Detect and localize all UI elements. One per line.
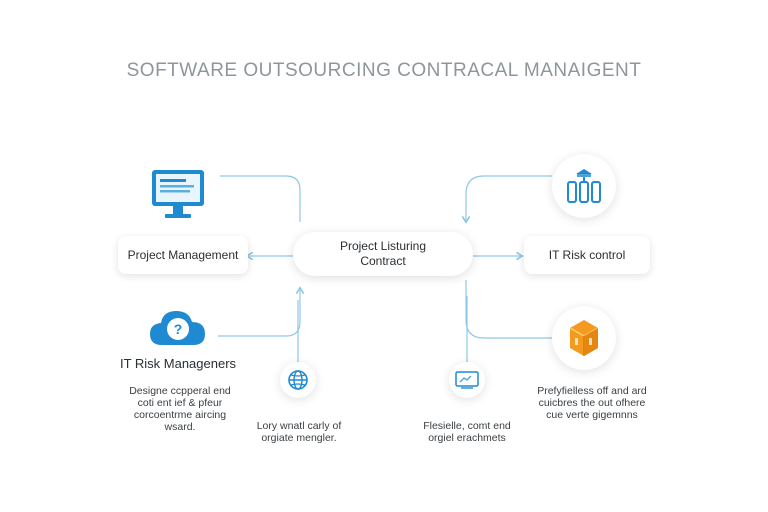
mid-right-caption-line: Flesielle, comt end <box>423 420 511 432</box>
mid-left-caption-line: orgiate mengler. <box>261 432 337 444</box>
connector-top-left <box>220 175 301 222</box>
mid-left-caption-line: Lory wnatl carly of <box>256 420 342 432</box>
project-management-label: Project Management <box>127 248 239 262</box>
cloud-question-icon: ? <box>148 305 208 349</box>
mid-right-caption-line: orgiel erachmets <box>428 432 506 444</box>
box-3d-icon <box>552 306 616 370</box>
globe-icon <box>280 362 316 398</box>
center-line-1: Project Listuring <box>339 239 427 253</box>
server-tower-icon <box>552 154 616 218</box>
left-caption-line: coti ent ief & pfeur <box>137 397 223 409</box>
right-caption-line: cuicbres the out ofhere <box>538 397 646 409</box>
mid-right-caption: Flesielle, comt end orgiel erachmets <box>404 420 530 444</box>
right-caption-line: cue verte gigemnns <box>546 409 638 421</box>
svg-text:?: ? <box>174 321 183 337</box>
center-line-2: Contract <box>360 254 406 268</box>
connector-top-right <box>461 175 552 224</box>
left-caption-line: Designe ccpperal end <box>129 385 231 397</box>
right-caption-line: Prefyfielless off and ard <box>537 385 647 397</box>
monitor-icon <box>150 168 206 224</box>
left-heading: IT Risk Manageners <box>119 356 237 371</box>
right-caption: Prefyfielless off and ard cuicbres the o… <box>526 385 658 421</box>
left-caption-line: wsard. <box>164 421 196 433</box>
diagram-title: SOFTWARE OUTSOURCING CONTRACAL MANAIGENT <box>126 60 642 81</box>
connector-bottom-left <box>218 286 305 337</box>
project-management-box: Project Management <box>118 236 248 274</box>
mid-left-caption: Lory wnatl carly of orgiate mengler. <box>236 420 362 444</box>
left-caption-line: corcoentrme aircing <box>133 409 227 421</box>
it-risk-control-box: IT Risk control <box>524 236 650 274</box>
left-caption: Designe ccpperal end coti ent ief & pfeu… <box>110 385 250 433</box>
screen-chart-icon <box>449 362 485 398</box>
center-node: Project Listuring Contract <box>293 232 473 276</box>
it-risk-control-label: IT Risk control <box>548 248 626 262</box>
connector-bottom-right <box>465 280 552 339</box>
